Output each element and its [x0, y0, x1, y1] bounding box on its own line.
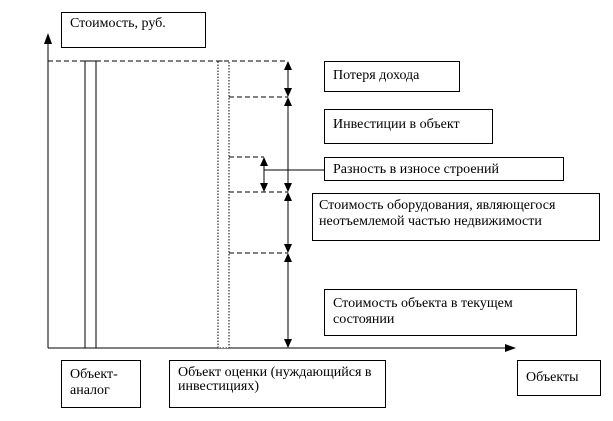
x-axis-label: Объекты: [517, 360, 601, 396]
arrow-loss-of-income: [284, 61, 292, 97]
y-axis-arrowhead: [44, 33, 52, 44]
wear-difference-label: Разность в износе строений: [324, 157, 564, 181]
analog-bar: [84, 60, 97, 349]
arrow-investments: [284, 97, 292, 192]
x-axis-arrowhead: [505, 344, 516, 352]
subject-bar: [217, 60, 230, 349]
arrow-equipment: [284, 192, 292, 253]
equipment-cost-label: Стоимость оборудования, являющегося неот…: [312, 193, 600, 241]
current-value-label: Стоимость объекта в текущем состоянии: [324, 289, 577, 336]
loss-of-income-label: Потеря дохода: [324, 61, 460, 92]
arrow-current-value: [284, 253, 292, 348]
investments-label: Инвестиции в объект: [324, 109, 493, 144]
arrow-wear-difference: [260, 157, 268, 192]
subject-label: Объект оценки (нуждающийся в инвестициях…: [169, 360, 386, 408]
analog-label: Объект-аналог: [61, 360, 141, 408]
y-axis-label: Стоимость, руб.: [61, 12, 206, 48]
